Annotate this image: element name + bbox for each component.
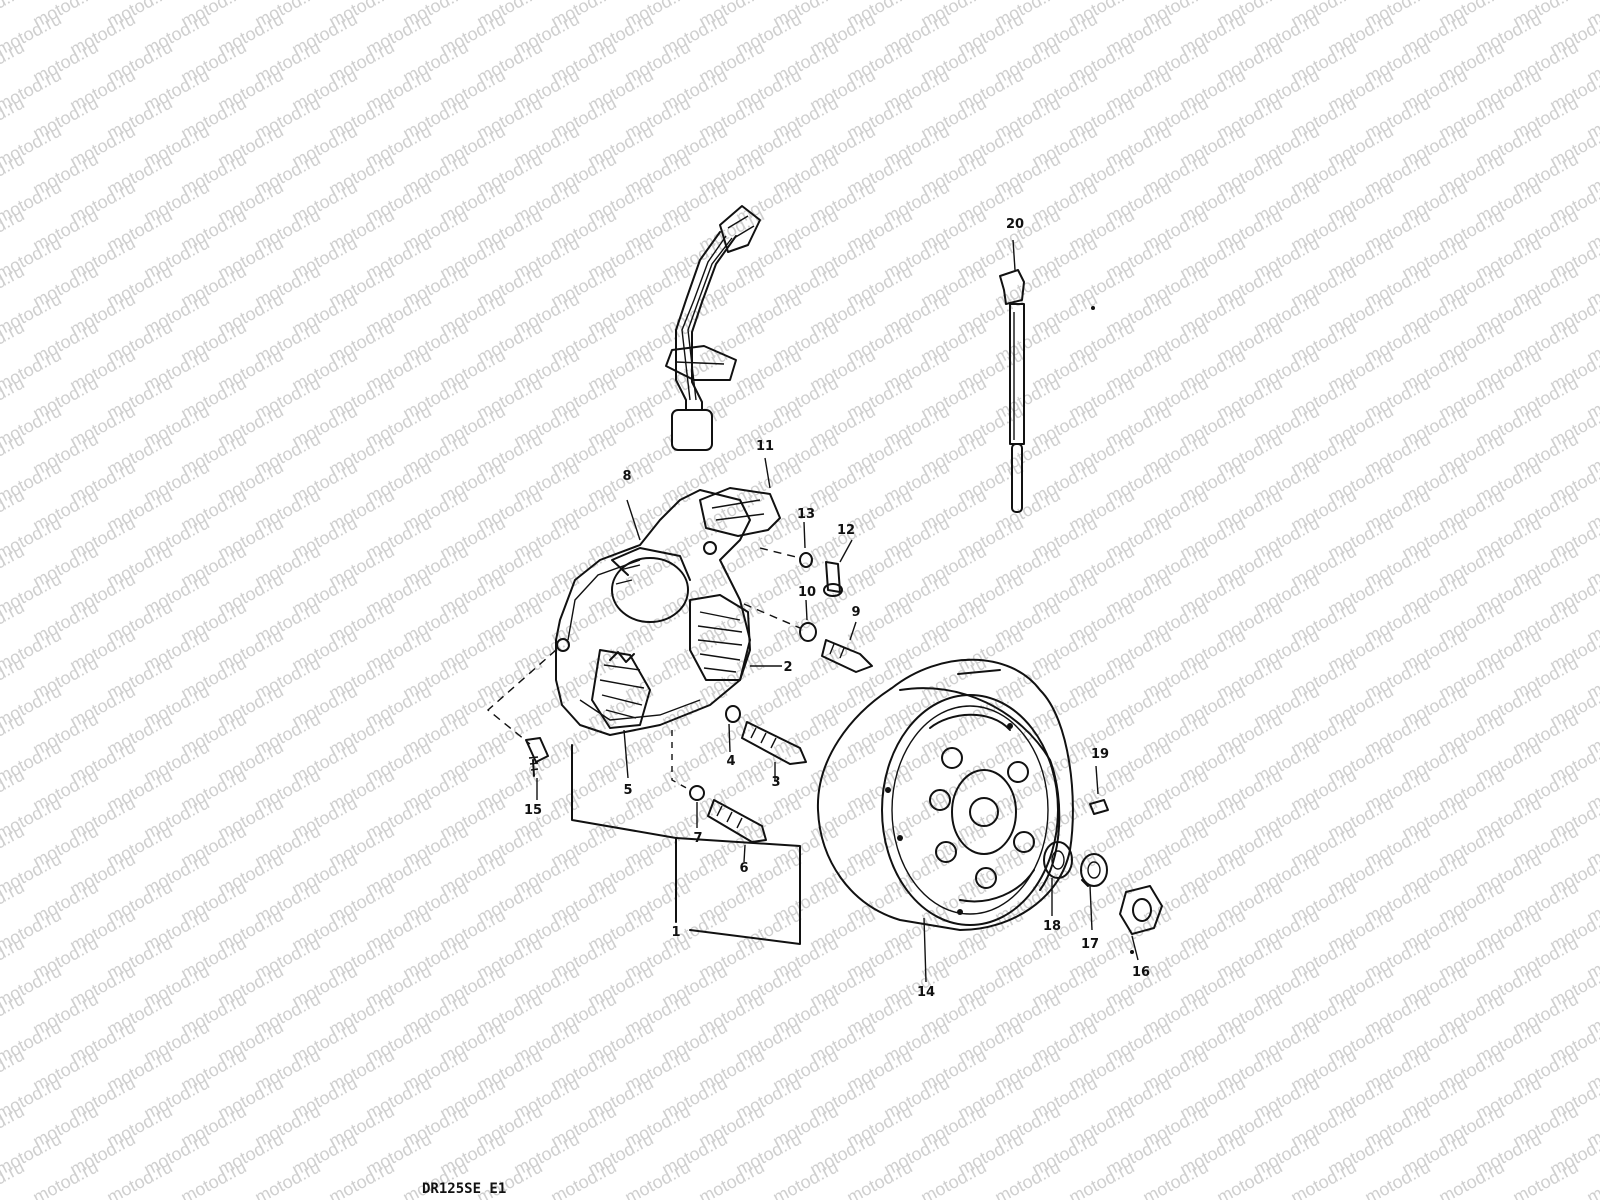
callout-6: 6 (739, 861, 748, 876)
callout-11: 11 (756, 439, 774, 454)
key-19 (1089, 799, 1109, 815)
callout-15: 15 (524, 803, 542, 818)
washer-10 (799, 622, 817, 642)
stator-plate (555, 489, 751, 736)
flywheel-rotor-14 (816, 658, 1074, 931)
washer-4 (725, 705, 741, 723)
callout-13: 13 (797, 507, 815, 522)
model-label: DR125SE E1 (422, 1181, 506, 1197)
callout-2: 2 (783, 660, 792, 675)
callout-19: 19 (1091, 747, 1109, 762)
pickup-rod-20 (999, 269, 1095, 513)
callout-3: 3 (771, 775, 780, 790)
pickup-coil (699, 487, 781, 537)
callout-7: 7 (693, 831, 702, 846)
callout-4: 4 (726, 754, 735, 769)
callout-17: 17 (1081, 937, 1099, 952)
callout-8: 8 (622, 469, 631, 484)
washer-13 (799, 552, 813, 568)
screw-12 (823, 561, 843, 597)
lock-washer-17 (1080, 853, 1108, 887)
washer-7 (689, 785, 705, 801)
callout-12: 12 (837, 523, 855, 538)
leader-lines (486, 239, 1139, 983)
screw-3 (741, 721, 807, 765)
screw-6 (707, 799, 767, 843)
stator-coils (591, 547, 751, 729)
callout-9: 9 (851, 605, 860, 620)
wiring-harness (665, 231, 737, 451)
assembly-bracket-1 (571, 744, 801, 945)
nut-16 (1119, 885, 1163, 954)
callout-1: 1 (671, 925, 680, 940)
wire-connector (719, 205, 761, 253)
screw-9 (821, 639, 873, 673)
callout-14: 14 (917, 985, 935, 1000)
callout-10: 10 (798, 585, 816, 600)
callout-20: 20 (1006, 217, 1024, 232)
callout-16: 16 (1132, 965, 1150, 980)
callout-5: 5 (623, 783, 632, 798)
callout-18: 18 (1043, 919, 1061, 934)
